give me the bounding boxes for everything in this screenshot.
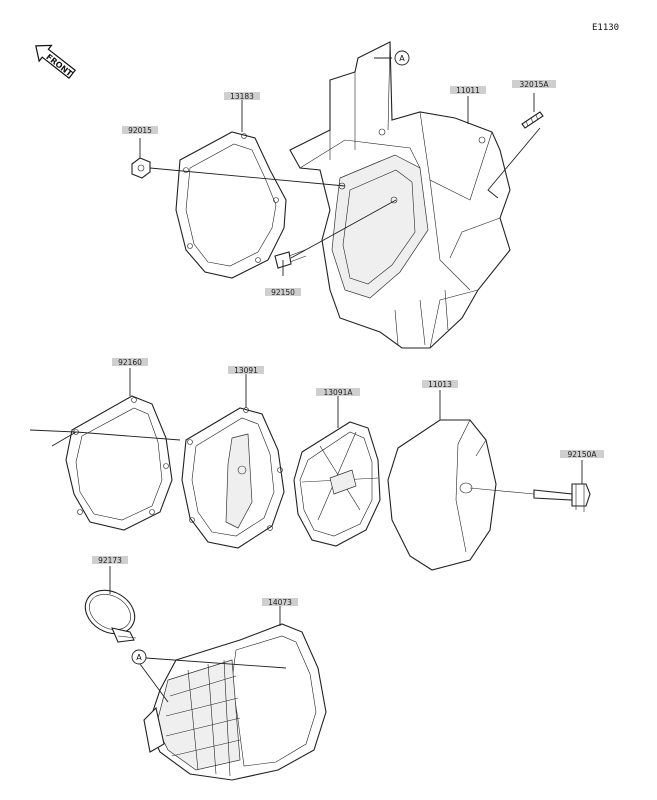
duct-14073 <box>143 623 327 781</box>
svg-text:A: A <box>399 54 405 63</box>
marker-a-lower: A <box>131 649 147 665</box>
svg-text:13091: 13091 <box>234 366 258 375</box>
label-13183: 13183 <box>224 92 260 101</box>
svg-text:13091A: 13091A <box>324 388 354 397</box>
element-11013 <box>387 419 497 571</box>
label-14073: 14073 <box>262 598 298 607</box>
svg-text:A: A <box>136 653 142 662</box>
svg-text:92150: 92150 <box>271 288 295 297</box>
label-13091A: 13091A <box>316 388 360 397</box>
label-92173: 92173 <box>92 556 128 565</box>
holder-13091 <box>181 407 285 549</box>
label-32015A: 32015A <box>512 80 556 89</box>
stud-32015A <box>521 111 544 129</box>
label-13091: 13091 <box>228 366 264 375</box>
front-arrow-icon: FRONT <box>35 44 77 79</box>
gasket-13183 <box>175 131 287 279</box>
svg-text:92160: 92160 <box>118 358 142 367</box>
label-92015: 92015 <box>122 126 158 135</box>
svg-text:32015A: 32015A <box>520 80 550 89</box>
svg-text:92015: 92015 <box>128 126 152 135</box>
label-92160: 92160 <box>112 358 148 367</box>
svg-text:11011: 11011 <box>456 86 480 95</box>
svg-text:11013: 11013 <box>428 380 452 389</box>
svg-text:13183: 13183 <box>230 92 254 101</box>
holder-13091A <box>293 421 381 547</box>
svg-text:14073: 14073 <box>268 598 292 607</box>
label-11011: 11011 <box>450 86 486 95</box>
svg-text:92150A: 92150A <box>568 450 598 459</box>
nut-92015 <box>131 157 151 179</box>
gasket-92160 <box>65 395 173 531</box>
svg-text:92173: 92173 <box>98 556 122 565</box>
air-cleaner-case <box>289 41 511 349</box>
label-92150A: 92150A <box>560 450 604 459</box>
bolt-92150A <box>469 483 591 512</box>
page-id: E1130 <box>592 23 619 33</box>
label-92150: 92150 <box>265 288 301 297</box>
marker-a-upper: A <box>394 50 410 66</box>
label-11013: 11013 <box>422 380 458 389</box>
clamp-92173 <box>84 589 137 643</box>
